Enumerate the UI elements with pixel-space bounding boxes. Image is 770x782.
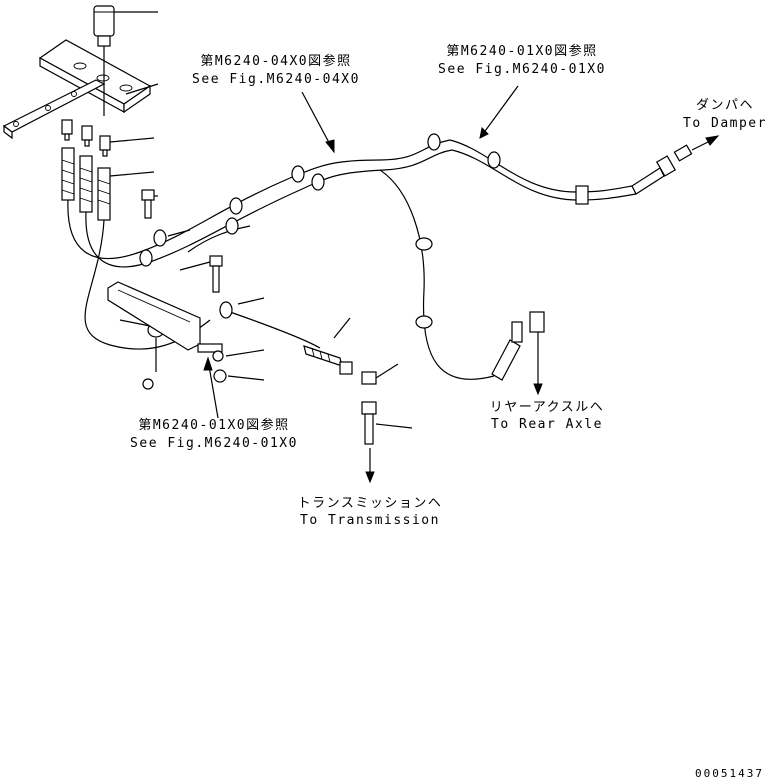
- reference-label-04x0-jp: 第M6240-04X0図参照: [200, 54, 352, 69]
- adapter-fittings: [61, 119, 155, 157]
- valve-fitting: [93, 5, 158, 116]
- drawing-number: 00051437: [695, 767, 764, 780]
- transmission-fitting: [303, 317, 413, 484]
- mounting-bracket: [2, 39, 152, 140]
- hose-ends: [61, 147, 155, 221]
- transmission-label-jp: トランスミッションヘ: [297, 496, 443, 511]
- bolts: [141, 189, 223, 293]
- reference-label-01x0-top-en: See Fig.M6240-01X0: [438, 62, 606, 77]
- rear-axle-fitting: [491, 311, 545, 396]
- reference-label-04x0-en: See Fig.M6240-04X0: [192, 72, 360, 87]
- reference-arrows: [203, 85, 519, 419]
- rear-axle-label-jp: リヤーアクスルヘ: [489, 400, 605, 415]
- reference-label-01x0-bottom-en: See Fig.M6240-01X0: [130, 436, 298, 451]
- damper-fitting: [631, 135, 720, 195]
- leader-lines: [125, 83, 191, 237]
- lower-bracket: [107, 281, 265, 390]
- reference-label-01x0-top-jp: 第M6240-01X0図参照: [446, 44, 598, 59]
- rear-axle-label-en: To Rear Axle: [491, 417, 603, 432]
- main-hose-harness: [67, 139, 637, 380]
- damper-label-en: To Damper: [683, 116, 767, 131]
- damper-label-jp: ダンパヘ: [695, 98, 754, 113]
- reference-label-01x0-bottom-jp: 第M6240-01X0図参照: [138, 418, 290, 433]
- hose-clamps: [139, 133, 589, 338]
- transmission-label-en: To Transmission: [300, 513, 440, 528]
